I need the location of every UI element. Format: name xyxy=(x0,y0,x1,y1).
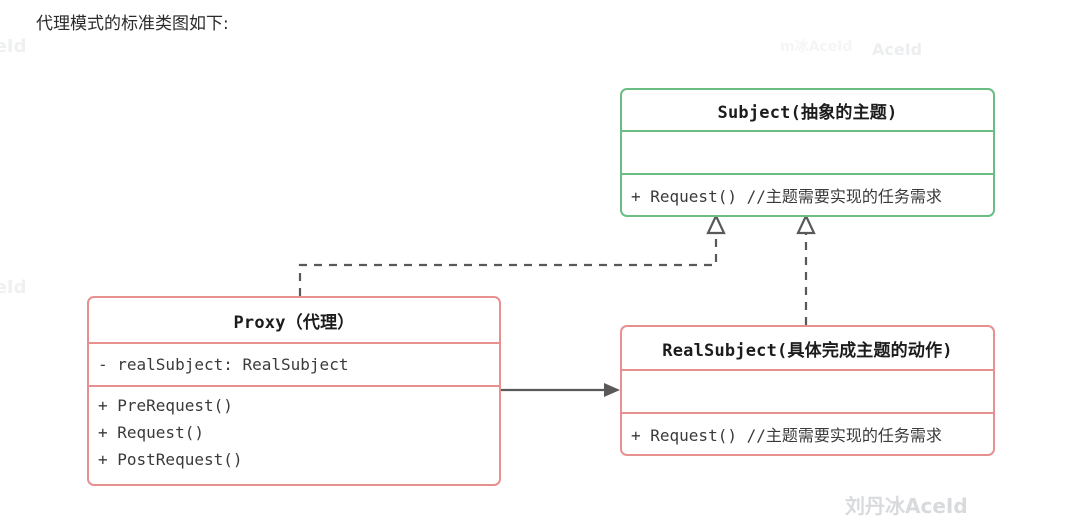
class-methods-compartment: + Request() //主题需要实现的任务需求 xyxy=(622,412,993,454)
connector-realsubject-implements-subject xyxy=(796,213,816,325)
method-item: + PostRequest() xyxy=(98,450,243,469)
class-box-realsubject[interactable]: RealSubject(具体完成主题的动作) + Request() //主题需… xyxy=(620,325,995,456)
class-attributes-compartment xyxy=(622,130,993,173)
watermark-left-middle: ceId xyxy=(0,277,27,298)
connector-proxy-uses-realsubject xyxy=(501,383,620,397)
method-item: + Request() xyxy=(98,423,204,442)
method-item: + Request() //主题需要实现的任务需求 xyxy=(631,187,942,206)
watermark-top-right: AceId xyxy=(872,40,923,59)
class-name-subject: Subject(抽象的主题) xyxy=(717,102,898,123)
class-attributes-compartment: - realSubject: RealSubject xyxy=(89,342,499,385)
method-list: + PreRequest() + Request() + PostRequest… xyxy=(89,387,243,473)
class-title-compartment: RealSubject(具体完成主题的动作) xyxy=(622,327,993,369)
attribute-item: - realSubject: RealSubject xyxy=(98,355,349,374)
class-methods-compartment: + Request() //主题需要实现的任务需求 xyxy=(622,173,993,215)
method-item: + Request() //主题需要实现的任务需求 xyxy=(631,426,942,445)
class-box-proxy[interactable]: Proxy（代理） - realSubject: RealSubject + P… xyxy=(87,296,501,486)
class-attributes-compartment xyxy=(622,369,993,412)
class-box-subject[interactable]: Subject(抽象的主题) + Request() //主题需要实现的任务需求 xyxy=(620,88,995,217)
method-item: + PreRequest() xyxy=(98,396,233,415)
class-title-compartment: Proxy（代理） xyxy=(89,298,499,342)
connector-proxy-implements-subject xyxy=(298,213,726,296)
class-name-realsubject: RealSubject(具体完成主题的动作) xyxy=(662,340,953,361)
watermark-top-center: m冰AceId xyxy=(780,39,853,55)
watermark-bottom-right: 刘丹冰AceId xyxy=(845,494,968,518)
class-name-proxy: Proxy（代理） xyxy=(233,312,355,333)
class-title-compartment: Subject(抽象的主题) xyxy=(622,90,993,130)
class-methods-compartment: + PreRequest() + Request() + PostRequest… xyxy=(89,385,499,484)
page-title: 代理模式的标准类图如下: xyxy=(36,14,229,34)
watermark-left-top: ceId xyxy=(0,36,27,57)
